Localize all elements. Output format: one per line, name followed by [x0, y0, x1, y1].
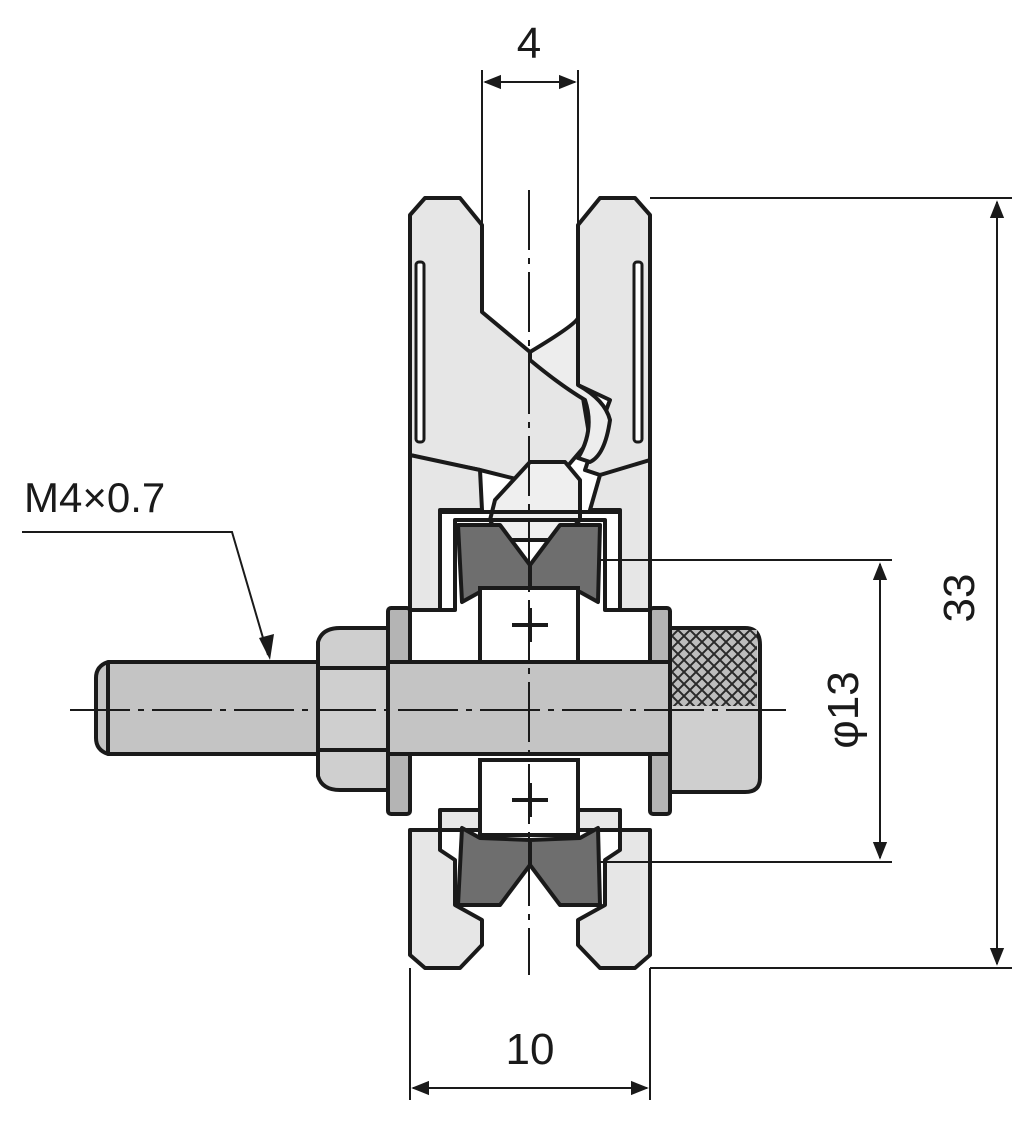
bearing-lower-right-ring — [528, 826, 602, 907]
bearing-lower — [456, 826, 602, 907]
dimension-lines — [22, 70, 1012, 1100]
label-thread-size: M4×0.7 — [24, 474, 165, 521]
bearing-lower-left-ring — [456, 826, 532, 907]
flange-slots — [414, 260, 644, 444]
wheel-lower-right-flange — [576, 828, 652, 970]
bolt-threaded-end — [94, 660, 320, 756]
label-wheel-width: 10 — [506, 1025, 555, 1074]
wheel-lower-left-flange — [408, 828, 484, 970]
center-marks — [512, 608, 548, 817]
wheel-groove-lip — [528, 316, 612, 464]
label-bearing-diameter: φ13 — [819, 671, 868, 748]
left-flange-slot — [414, 260, 426, 444]
knurled-pattern — [672, 630, 757, 706]
bearing-upper-outer-race — [438, 510, 622, 612]
leader-line-thread — [22, 531, 269, 656]
label-overall-height: 33 — [935, 574, 984, 623]
right-flange-slot — [632, 260, 644, 444]
leader-arrowhead — [259, 634, 274, 660]
label-groove-width: 4 — [517, 19, 541, 68]
centerlines — [70, 190, 790, 975]
